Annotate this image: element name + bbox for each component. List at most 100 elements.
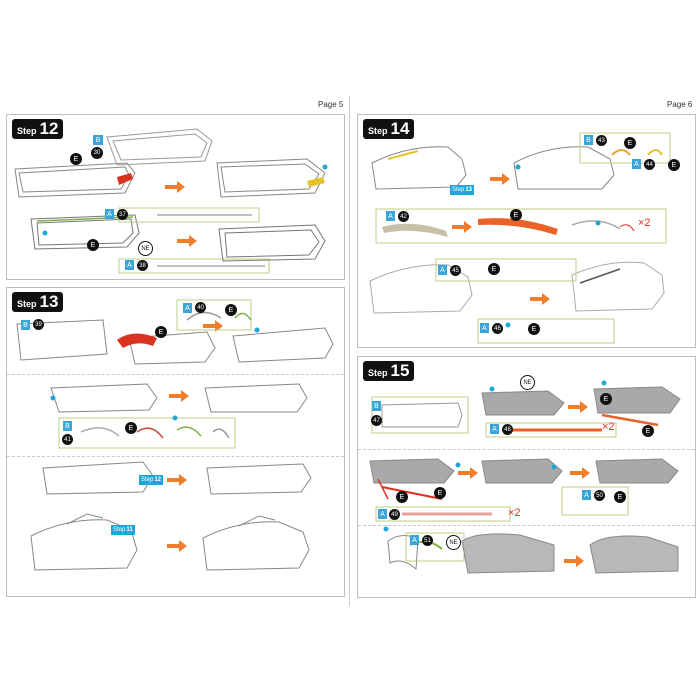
tag-ne: NE xyxy=(520,375,535,390)
part-number: 42 xyxy=(398,211,409,222)
arrow-icon xyxy=(490,173,510,185)
tag-e: E xyxy=(600,393,612,405)
step-13-panel: Step 13 xyxy=(6,287,345,597)
step-13-illustration xyxy=(16,299,334,571)
page-number-right: Page 6 xyxy=(667,100,693,109)
hull-frame-lower-result xyxy=(218,224,326,262)
page-divider xyxy=(349,96,350,606)
arrow-icon xyxy=(203,320,223,332)
section-divider xyxy=(358,449,695,450)
tag-e: E xyxy=(70,153,82,165)
tag-a: A xyxy=(632,159,641,169)
tag-e: E xyxy=(155,326,167,338)
part-number: 37 xyxy=(117,209,128,220)
ref-number: 11 xyxy=(126,527,133,533)
arrow-icon xyxy=(452,221,472,233)
tag-e: E xyxy=(528,323,540,335)
part-number: 46 xyxy=(492,323,503,334)
hull-frame xyxy=(14,162,136,198)
yellow-part xyxy=(307,177,325,187)
step-word: Step xyxy=(17,126,37,136)
ref-prefix: Step xyxy=(113,527,126,533)
ref-prefix: Step xyxy=(141,477,154,483)
part-number: 41 xyxy=(62,434,73,445)
part-number: 48 xyxy=(502,424,513,435)
arrow-icon xyxy=(530,293,550,305)
tag-a: A xyxy=(480,323,489,333)
red-part xyxy=(478,218,558,235)
arrow-icon xyxy=(564,555,584,567)
step-number: 13 xyxy=(39,292,59,311)
step-14-illustration xyxy=(369,132,671,344)
part-number: 38 xyxy=(137,260,148,271)
jetski-part xyxy=(30,513,310,571)
tag-b: B xyxy=(63,421,72,431)
arrow-icon xyxy=(165,181,185,193)
tag-b: B xyxy=(584,135,593,145)
tag-a: A xyxy=(386,211,395,221)
tag-ne: NE xyxy=(446,535,461,550)
tag-e: E xyxy=(434,487,446,499)
tag-e: E xyxy=(87,239,99,251)
tag-a: A xyxy=(378,509,387,519)
part-number: 47 xyxy=(371,415,382,426)
tag-e: E xyxy=(614,491,626,503)
step-number: 12 xyxy=(39,119,59,138)
arrow-icon xyxy=(458,467,478,479)
board-part xyxy=(50,383,308,413)
step-12-badge: Step 12 xyxy=(12,119,64,139)
arrow-icon xyxy=(570,467,590,479)
part-number: 44 xyxy=(644,159,655,170)
arrow-icon xyxy=(169,390,189,402)
arrow-icon xyxy=(167,474,187,486)
jetski-part xyxy=(371,146,615,190)
tag-a: A xyxy=(438,265,447,275)
tag-e: E xyxy=(225,304,237,316)
tag-a: A xyxy=(125,260,134,270)
page-number-left: Page 5 xyxy=(318,100,344,109)
step-15-panel: Step 15 B 47 NE E E A xyxy=(357,356,696,598)
tag-a: A xyxy=(410,535,419,545)
arrow-icon xyxy=(568,401,588,413)
arrow-icon xyxy=(177,235,197,247)
section-divider xyxy=(7,374,344,375)
step-word: Step xyxy=(368,126,388,136)
tag-e: E xyxy=(510,209,522,221)
step-word: Step xyxy=(17,299,37,309)
step-15-badge: Step 15 xyxy=(363,361,415,381)
step-12-illustration xyxy=(14,128,328,274)
quantity-label: ×2 xyxy=(508,507,521,519)
section-divider xyxy=(358,525,695,526)
board-part xyxy=(16,319,334,365)
tag-e: E xyxy=(125,422,137,434)
tag-e: E xyxy=(668,159,680,171)
tag-e: E xyxy=(396,491,408,503)
ref-prefix: Step xyxy=(452,187,465,193)
step-13-badge: Step 13 xyxy=(12,292,64,312)
tag-e: E xyxy=(642,425,654,437)
tag-a: A xyxy=(183,303,192,313)
step-14-badge: Step 14 xyxy=(363,119,415,139)
step-12-panel: Step 12 xyxy=(6,114,345,280)
step-number: 14 xyxy=(390,119,410,138)
tag-b: B xyxy=(21,320,30,330)
part-number: 49 xyxy=(389,509,400,520)
ref-number: 12 xyxy=(154,477,162,483)
hull-frame-result xyxy=(216,158,326,198)
part-number: 39 xyxy=(33,319,44,330)
arrow-icon xyxy=(167,540,187,552)
part-number: 30 xyxy=(91,147,103,159)
part-number: 45 xyxy=(450,265,461,276)
tag-e: E xyxy=(488,263,500,275)
tag-b: B xyxy=(93,135,103,145)
tag-b: B xyxy=(372,401,381,411)
tag-a: A xyxy=(582,490,591,500)
jetski-part xyxy=(369,261,665,314)
part-number: 43 xyxy=(596,135,607,146)
step-15-illustration xyxy=(369,380,681,574)
step-word: Step xyxy=(368,368,388,378)
part-number: 40 xyxy=(195,302,206,313)
